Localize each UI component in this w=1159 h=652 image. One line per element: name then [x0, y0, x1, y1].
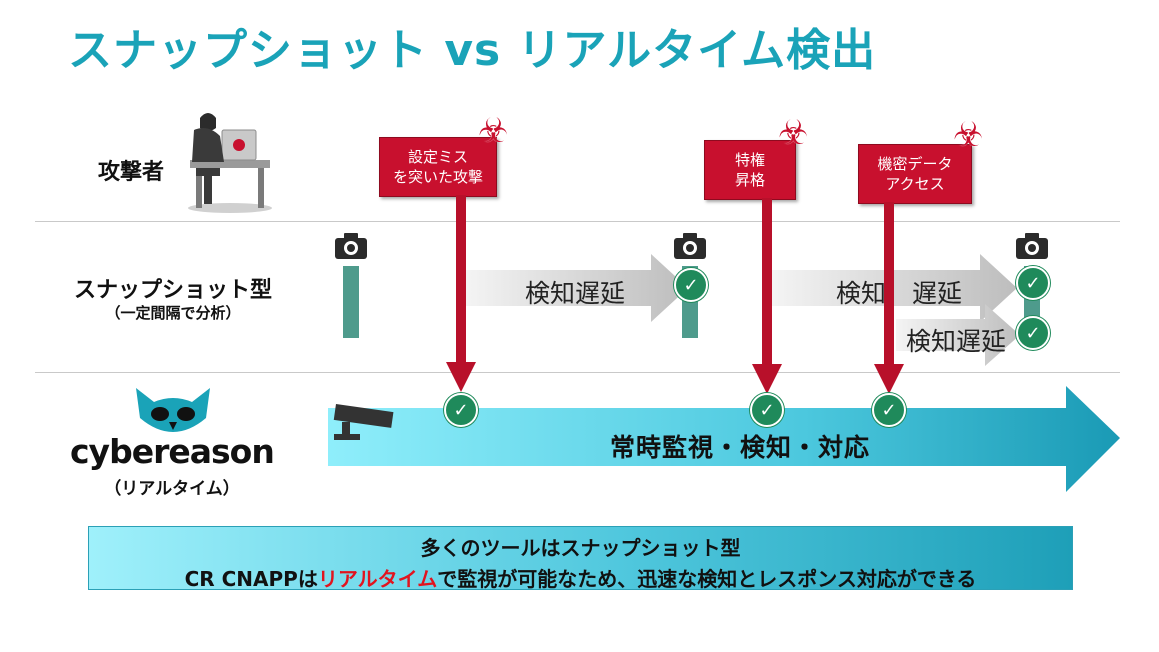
- realtime-sublabel: （リアルタイム）: [104, 479, 240, 499]
- attack-box-privilege-escalation: 特権 昇格: [704, 140, 796, 200]
- snapshot-sublabel: （一定間隔で分析）: [105, 304, 241, 322]
- attack-arrow-3: [874, 202, 904, 394]
- biohazard-icon: ☣: [478, 111, 509, 151]
- row-divider-top: [35, 221, 1120, 222]
- camera-icon: [1016, 233, 1048, 259]
- biohazard-icon: ☣: [953, 115, 984, 155]
- attack-arrow-2: [752, 198, 782, 394]
- check-icon: ✓: [1016, 266, 1050, 300]
- summary-line-1: 多くのツールはスナップショット型: [420, 536, 741, 560]
- realtime-arrow-label: 常時監視・検知・対応: [610, 433, 871, 462]
- attack-privilege-line1: 特権: [734, 151, 765, 169]
- summary-line-2-suffix: で監視が可能なため、迅速な検知とレスポンス対応ができる: [437, 567, 977, 591]
- summary-box: 多くのツールはスナップショット型 CR CNAPPはリアルタイムで監視が可能なた…: [88, 526, 1073, 592]
- delay-label-2a: 検知: [836, 279, 887, 308]
- attack-box-sensitive-data: 機密データ アクセス: [858, 144, 972, 204]
- biohazard-icon: ☣: [778, 113, 809, 153]
- attacker-label: 攻撃者: [98, 160, 165, 185]
- attack-sensitive-line2: アクセス: [885, 175, 945, 193]
- row-divider-bottom: [35, 372, 1120, 373]
- attack-privilege-line2: 昇格: [734, 171, 765, 189]
- security-camera-icon: [333, 404, 394, 440]
- attack-sensitive-line1: 機密データ: [877, 155, 953, 173]
- summary-highlight: リアルタイム: [317, 567, 438, 591]
- cybereason-logo-text: cybereason: [70, 432, 275, 471]
- attack-misconfig-line2: を突いた攻撃: [392, 168, 483, 186]
- delay-label-3: 検知遅延: [906, 327, 1007, 356]
- check-icon: ✓: [750, 393, 784, 427]
- summary-line-2-prefix: CR CNAPPは: [184, 567, 318, 591]
- camera-icon: [674, 233, 706, 259]
- delay-arrow-2: [772, 254, 1017, 322]
- check-icon: ✓: [674, 268, 708, 302]
- snapshot-label: スナップショット型: [73, 278, 272, 303]
- page-title: スナップショット vs リアルタイム検出: [68, 25, 877, 76]
- attack-box-misconfig: 設定ミス を突いた攻撃: [379, 137, 497, 197]
- realtime-arrow: [328, 386, 1120, 492]
- snapshot-bar-1: [343, 266, 359, 338]
- check-icon: ✓: [444, 393, 478, 427]
- camera-icon: [335, 233, 367, 259]
- check-icon: ✓: [872, 393, 906, 427]
- check-icon: ✓: [1016, 316, 1050, 350]
- delay-arrow-3: [896, 304, 1020, 366]
- attack-arrow-1: [446, 195, 476, 392]
- attack-misconfig-line1: 設定ミス: [407, 148, 468, 166]
- summary-line-2: CR CNAPPはリアルタイムで監視が可能なため、迅速な検知とレスポンス対応がで…: [89, 563, 1072, 592]
- delay-label-1: 検知遅延: [525, 279, 626, 308]
- cybereason-owl-logo: [136, 388, 210, 432]
- hacker-at-desk-icon: [188, 113, 272, 213]
- delay-arrow-1: [466, 254, 688, 322]
- delay-label-2b: 遅延: [912, 279, 963, 308]
